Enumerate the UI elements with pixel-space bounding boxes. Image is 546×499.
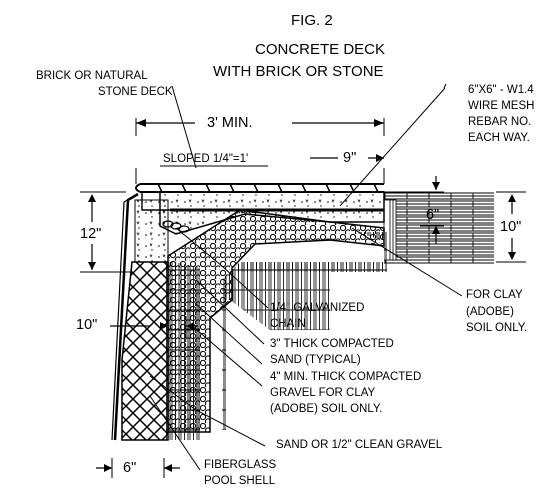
figure-title-line1: CONCRETE DECK [255, 41, 386, 58]
dim-deck-width [135, 118, 385, 184]
mesh-label-line1: 6"X6" - W1.4 [468, 84, 534, 96]
gravel-width-dim: 10" [76, 317, 98, 333]
gravel-label-line2: GRAVEL FOR CLAY [270, 387, 376, 399]
gravel-label-line3: (ADOBE) SOIL ONLY. [270, 403, 383, 415]
brick-deck [135, 183, 384, 193]
dim-overhang [310, 154, 384, 162]
shell-label-line1: FIBERGLASS [204, 459, 277, 471]
deck-label-line2: STONE DECK [98, 86, 173, 98]
chain [162, 220, 190, 233]
edge-depth-dim: 10" [500, 219, 522, 235]
mesh-label-line4: EACH WAY. [468, 132, 530, 144]
chain-label-line1: 1/4" GALVANIZED [270, 302, 365, 314]
mesh-label-line3: REBAR NO. [468, 116, 532, 128]
beam-depth-dim: 12" [80, 226, 102, 242]
dim-edge [496, 191, 526, 263]
clay-label-line3: SOIL ONLY. [466, 322, 528, 334]
sand-label-line1: 3" THICK COMPACTED [270, 338, 394, 350]
dim-slab [384, 176, 444, 244]
chain-label-line2: CHAIN [270, 318, 306, 330]
coping [141, 192, 170, 211]
slope-label: SLOPED 1/4"=1' [163, 153, 249, 165]
clay-label-line1: FOR CLAY [466, 289, 523, 301]
deck-width-dim: 3' MIN. [207, 115, 253, 131]
clean-gravel-label: SAND OR 1/2" CLEAN GRAVEL [276, 439, 443, 451]
mesh-label-line2: WIRE MESH [468, 100, 535, 112]
dim-wall [96, 458, 180, 478]
deck-label-line1: BRICK OR NATURAL [36, 70, 148, 82]
overhang-dim: 9" [343, 150, 357, 166]
shell-label-line2: POOL SHELL [204, 475, 276, 487]
figure-title-line2: WITH BRICK OR STONE [213, 63, 384, 80]
wall-width-dim: 6" [123, 460, 137, 476]
sand-label-line2: SAND (TYPICAL) [270, 354, 361, 366]
gravel-label-line1: 4" MIN. THICK COMPACTED [270, 371, 422, 383]
clay-label-line2: (ADOBE) [466, 306, 514, 318]
leader-lines [149, 83, 463, 471]
dim-beam-depth [80, 191, 132, 273]
figure-number: FIG. 2 [291, 12, 333, 29]
slab-dim: 6" [426, 207, 440, 223]
concrete-slab [159, 191, 385, 235]
crosshatch-backfill [121, 261, 169, 441]
